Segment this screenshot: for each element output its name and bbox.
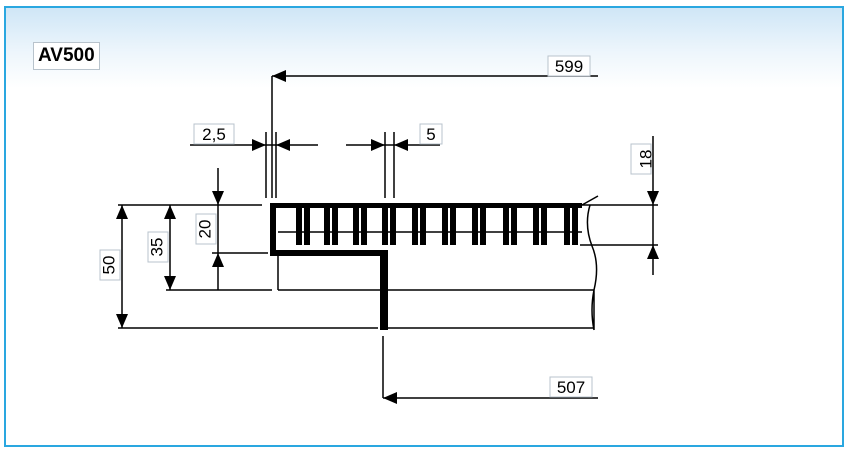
dim-18-text: 18 bbox=[636, 150, 655, 169]
dim-5: 5 bbox=[419, 123, 443, 145]
comb-tooth bbox=[390, 205, 396, 245]
comb-tooth bbox=[332, 205, 338, 245]
comb-tooth bbox=[511, 205, 517, 245]
profile-section bbox=[270, 195, 599, 331]
dim-507: 507 bbox=[549, 376, 593, 398]
dimension-labels: 599 507 2,5 5 18 20 35 50 bbox=[99, 55, 655, 398]
dim-50: 50 bbox=[99, 249, 121, 281]
dim-35: 35 bbox=[147, 231, 169, 263]
comb-tooth bbox=[353, 205, 359, 245]
comb-tooth bbox=[564, 205, 570, 245]
comb-tooth bbox=[450, 205, 456, 245]
comb-tooth bbox=[412, 205, 418, 245]
comb-tooth bbox=[480, 205, 486, 245]
dim-5-text: 5 bbox=[426, 125, 435, 144]
comb-tooth bbox=[472, 205, 478, 245]
dim-18: 18 bbox=[630, 143, 655, 175]
comb-tooth bbox=[324, 205, 330, 245]
dim-507-text: 507 bbox=[557, 378, 585, 397]
comb-tooth bbox=[296, 205, 302, 245]
comb-tooth bbox=[533, 205, 539, 245]
dimension-lines bbox=[118, 75, 658, 399]
dim-599: 599 bbox=[547, 55, 591, 77]
comb-tooth bbox=[361, 205, 367, 245]
dim-20-text: 20 bbox=[195, 220, 214, 239]
comb-tooth bbox=[304, 205, 310, 245]
comb-tooth bbox=[442, 205, 448, 245]
profile-top-wall bbox=[270, 203, 582, 208]
dim-2-5-text: 2,5 bbox=[202, 125, 226, 144]
comb-tooth bbox=[541, 205, 547, 245]
dim-20: 20 bbox=[195, 213, 217, 245]
dim-35-text: 35 bbox=[147, 238, 166, 257]
comb-tooth bbox=[420, 205, 426, 245]
comb-tooth bbox=[382, 205, 388, 245]
comb-tooth bbox=[572, 205, 578, 245]
dim-599-text: 599 bbox=[555, 57, 583, 76]
dim-50-text: 50 bbox=[99, 256, 118, 275]
dim-2-5: 2,5 bbox=[193, 123, 235, 145]
model-label: AV500 bbox=[33, 42, 100, 70]
comb-tooth bbox=[503, 205, 509, 245]
